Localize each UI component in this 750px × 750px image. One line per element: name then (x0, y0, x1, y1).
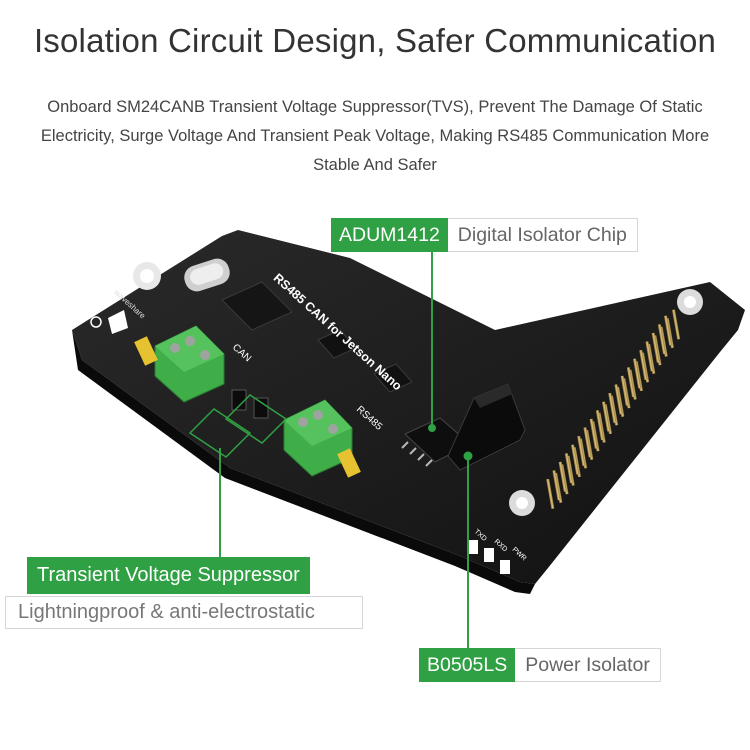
header-pin (595, 410, 604, 441)
header-pin (546, 478, 555, 509)
rs485-jumper (337, 448, 361, 478)
header-pin (589, 418, 598, 449)
header-pin (608, 392, 617, 423)
status-leds (468, 540, 510, 574)
header-pin (657, 324, 666, 355)
header-pin (558, 461, 567, 492)
header-pin (552, 470, 561, 501)
page-subtitle: Onboard SM24CANB Transient Voltage Suppr… (40, 98, 710, 174)
pcb-board (72, 230, 745, 594)
can-controller-chip (221, 281, 293, 331)
waveshare-logo (90, 310, 128, 334)
can-jumper (134, 336, 158, 366)
header-pin (639, 349, 648, 380)
adum1412-callout: ADUM1412 Digital Isolator Chip (331, 218, 638, 252)
adum1412-desc: Digital Isolator Chip (447, 218, 638, 252)
mounting-hole-bottom (509, 490, 535, 516)
header-pin (571, 444, 580, 475)
callout-leader-lines (219, 250, 473, 650)
header-pin (645, 341, 654, 372)
tvs-desc: Lightningproof & anti-electrostatic (5, 596, 363, 629)
header-pin (577, 435, 586, 466)
header-pin (601, 401, 611, 432)
header-pin (564, 453, 573, 484)
page-title: Isolation Circuit Design, Safer Communic… (33, 22, 717, 59)
tvs-diodes (231, 389, 269, 419)
header-pin (651, 332, 660, 363)
tvs-name: Transient Voltage Suppressor (27, 557, 310, 594)
header-pin (614, 384, 623, 415)
b0505ls-name: B0505LS (419, 648, 516, 682)
rs485-terminal-block (283, 399, 353, 477)
tvs-callout: Transient Voltage Suppressor (27, 557, 310, 594)
adum1412-name: ADUM1412 (331, 218, 448, 252)
tvs-highlight (188, 394, 288, 458)
b0505ls-callout: B0505LS Power Isolator (419, 648, 661, 682)
header-pin (583, 427, 592, 458)
header-pin (633, 358, 642, 389)
gpio-header-pins (546, 309, 681, 509)
can-terminal-block (154, 325, 225, 403)
mounting-hole-right (677, 289, 703, 315)
header-pin (672, 309, 681, 340)
mounting-hole-left (133, 262, 161, 290)
b0505ls-desc: Power Isolator (515, 648, 661, 682)
header-pin (620, 375, 629, 406)
header-pin (663, 315, 673, 346)
b0505ls-module (447, 383, 526, 471)
transceiver-chip (317, 329, 413, 393)
crystal-oscillator (184, 258, 230, 292)
header-pin (626, 367, 635, 398)
